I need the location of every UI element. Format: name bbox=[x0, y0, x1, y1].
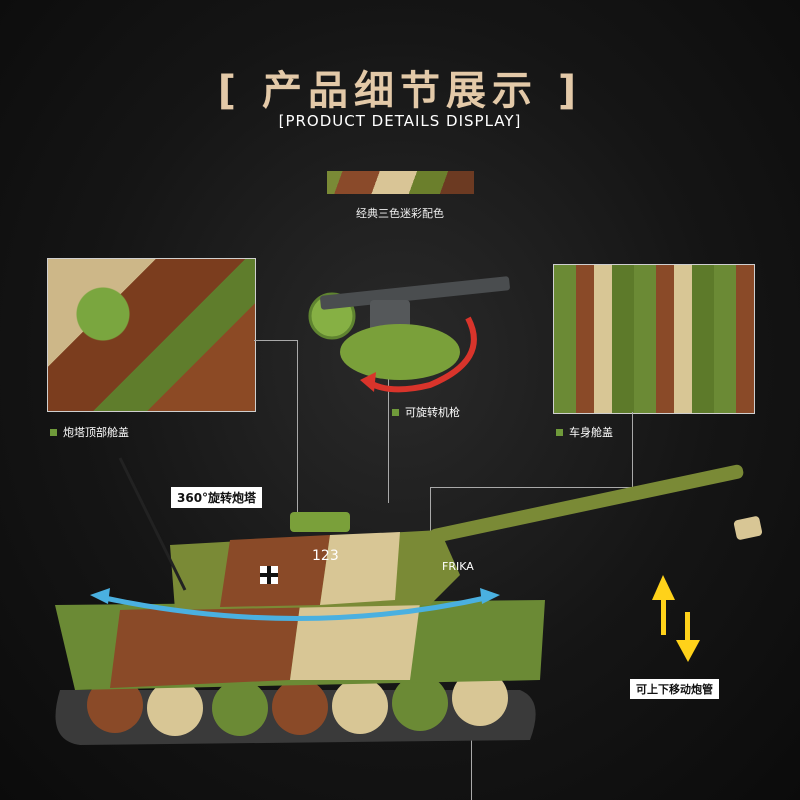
rotating-gun-label: 可旋转机枪 bbox=[392, 404, 460, 420]
connector-line bbox=[430, 487, 431, 557]
page-title: [ 产品细节展示 ] bbox=[217, 68, 583, 114]
turret-hatch-detail-image bbox=[47, 258, 256, 412]
connector-line bbox=[471, 740, 472, 800]
bullet-icon bbox=[392, 408, 399, 416]
turret-hatch-label: 炮塔顶部舱盖 bbox=[50, 424, 129, 440]
turret-rotate-label: 360°旋转炮塔 bbox=[171, 487, 263, 508]
turret-hatch-text: 炮塔顶部舱盖 bbox=[63, 426, 129, 439]
tank-number-marking: 123 bbox=[312, 548, 339, 564]
hull-hatch-detail-image bbox=[553, 264, 755, 414]
hull-hatch-label: 车身舱盖 bbox=[556, 424, 613, 440]
connector-line bbox=[254, 340, 298, 341]
bullet-icon bbox=[50, 428, 57, 436]
page-subtitle: [PRODUCT DETAILS DISPLAY] bbox=[278, 112, 522, 130]
connector-line bbox=[297, 340, 298, 512]
tank-name-marking: FRIKA bbox=[442, 560, 474, 573]
connector-line bbox=[430, 487, 633, 488]
swatch-label: 经典三色迷彩配色 bbox=[356, 207, 444, 220]
hull-hatch-text: 车身舱盖 bbox=[569, 426, 613, 439]
rotating-gun-text: 可旋转机枪 bbox=[405, 406, 460, 419]
connector-line bbox=[632, 412, 633, 488]
barrel-move-label: 可上下移动炮管 bbox=[630, 679, 719, 699]
camouflage-swatch bbox=[327, 171, 474, 194]
connector-line bbox=[388, 375, 389, 503]
bullet-icon bbox=[556, 428, 563, 436]
